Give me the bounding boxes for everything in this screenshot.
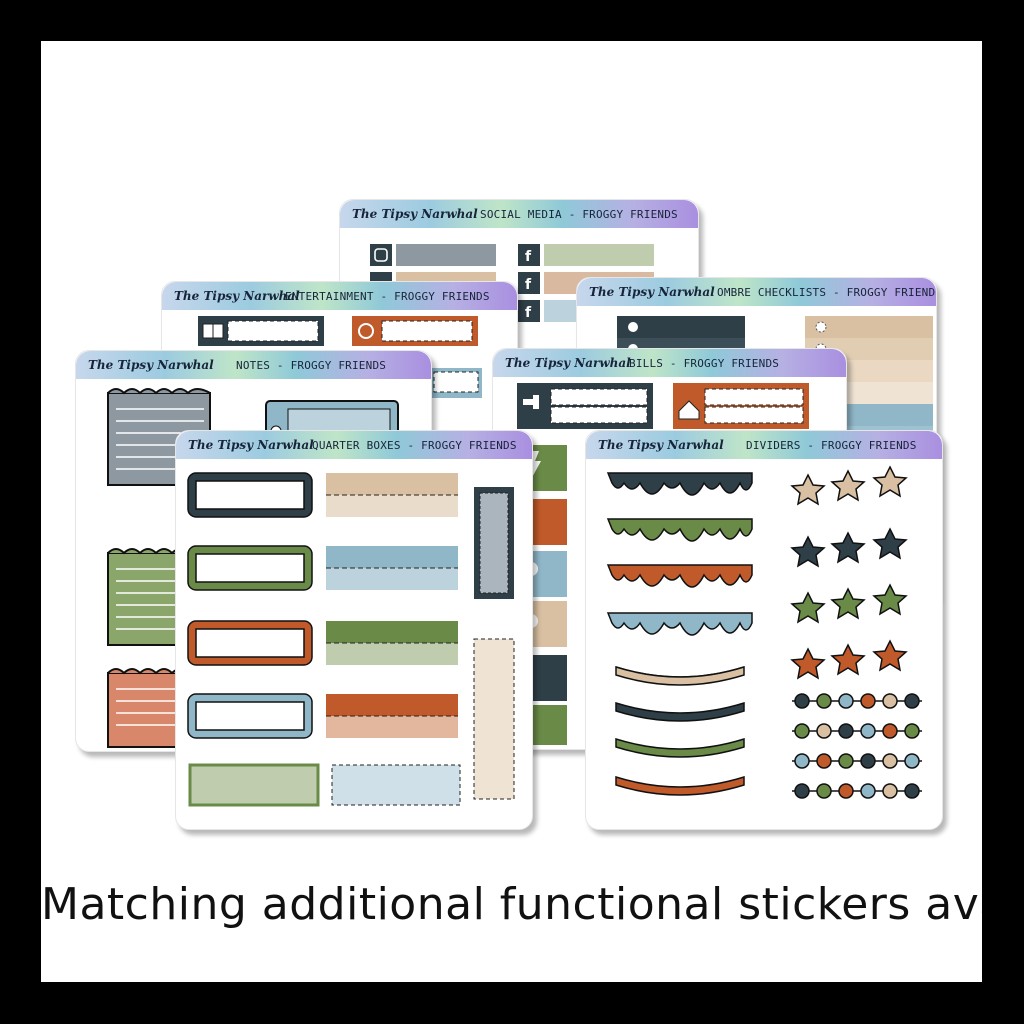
social-bar (544, 244, 654, 266)
sheet-dividers: The Tipsy Narwhal DIVIDERS - FROGGY FRIE… (585, 430, 943, 830)
product-image: The Tipsy Narwhal SOCIAL MEDIA - FROGGY … (41, 41, 982, 982)
brand-logo: The Tipsy Narwhal (88, 358, 214, 372)
star-cluster (790, 583, 908, 624)
brand-logo: The Tipsy Narwhal (589, 285, 715, 299)
bead-divider (792, 723, 922, 739)
brand-logo: The Tipsy Narwhal (598, 438, 724, 452)
headphones-icon (358, 323, 374, 339)
drip-divider (606, 518, 753, 542)
checklist-bar (617, 316, 745, 338)
bead-divider (792, 753, 922, 769)
bead-divider (792, 693, 922, 709)
scalloped-box (187, 545, 313, 591)
check-bullet-icon (628, 322, 638, 332)
house-icon (678, 400, 700, 420)
grid-box (331, 764, 461, 806)
bunting-divider (615, 775, 745, 796)
drip-divider (606, 564, 753, 588)
facebook-icon (518, 272, 540, 294)
divider-stickers (606, 465, 922, 799)
sheet-title: SOCIAL MEDIA - FROGGY FRIENDS (480, 208, 678, 221)
sheet-title: OMBRE CHECKLISTS - FROGGY FRIENDS (717, 286, 937, 299)
sheet-title: NOTES - FROGGY FRIENDS (236, 359, 387, 372)
instagram-icon (370, 244, 392, 266)
book-icon (202, 323, 224, 339)
svg-text:f: f (525, 305, 532, 321)
bunting-divider (615, 701, 745, 722)
drip-divider (606, 472, 753, 496)
bunting-divider (615, 737, 745, 758)
grid-box (188, 763, 320, 807)
star-cluster (790, 465, 908, 506)
brand-logo: The Tipsy Narwhal (174, 289, 300, 303)
scalloped-box (187, 472, 313, 518)
sheet-header: The Tipsy Narwhal BILLS - FROGGY FRIENDS (493, 349, 846, 377)
brand-logo: The Tipsy Narwhal (352, 207, 478, 221)
two-tone-bar (326, 694, 458, 738)
two-tone-bar (326, 546, 458, 590)
brand-logo: The Tipsy Narwhal (505, 356, 631, 370)
svg-text:f: f (525, 249, 532, 265)
sheet-quarter-boxes: The Tipsy Narwhal QUARTER BOXES - FROGGY… (175, 430, 533, 830)
two-tone-bar (326, 621, 458, 665)
sheet-header: The Tipsy Narwhal OMBRE CHECKLISTS - FRO… (577, 278, 936, 306)
sheet-header: The Tipsy Narwhal ENTERTAINMENT - FROGGY… (162, 282, 517, 310)
sheet-title: ENTERTAINMENT - FROGGY FRIENDS (285, 290, 490, 303)
social-bar (396, 244, 496, 266)
bead-divider (792, 783, 922, 799)
facebook-icon (518, 300, 540, 322)
scalloped-box (187, 620, 313, 666)
sheet-header: The Tipsy Narwhal NOTES - FROGGY FRIENDS (76, 351, 431, 379)
instagram-glyph (374, 248, 388, 262)
bunting-divider (615, 665, 745, 686)
sheet-title: QUARTER BOXES - FROGGY FRIENDS (312, 439, 517, 452)
sheet-header: The Tipsy Narwhal QUARTER BOXES - FROGGY… (176, 431, 532, 459)
drip-divider (606, 612, 753, 636)
quarter-box-stickers (187, 472, 515, 807)
star-cluster (790, 639, 908, 680)
sheet-header: The Tipsy Narwhal SOCIAL MEDIA - FROGGY … (340, 200, 698, 228)
checklist-bar (805, 316, 933, 338)
facebook-icon (518, 244, 540, 266)
entertainment-stickers (198, 316, 482, 398)
grid-strip (473, 638, 515, 800)
two-tone-bar (326, 473, 458, 517)
caption-text: Matching additional functional stickers … (41, 879, 982, 930)
sheet-title: DIVIDERS - FROGGY FRIENDS (746, 439, 917, 452)
faucet-icon (523, 395, 539, 409)
sheet-title: BILLS - FROGGY FRIENDS (629, 357, 780, 370)
brand-logo: The Tipsy Narwhal (188, 438, 314, 452)
sheet-header: The Tipsy Narwhal DIVIDERS - FROGGY FRIE… (586, 431, 942, 459)
star-cluster (790, 527, 908, 568)
svg-text:f: f (525, 277, 532, 293)
scalloped-box (187, 693, 313, 739)
